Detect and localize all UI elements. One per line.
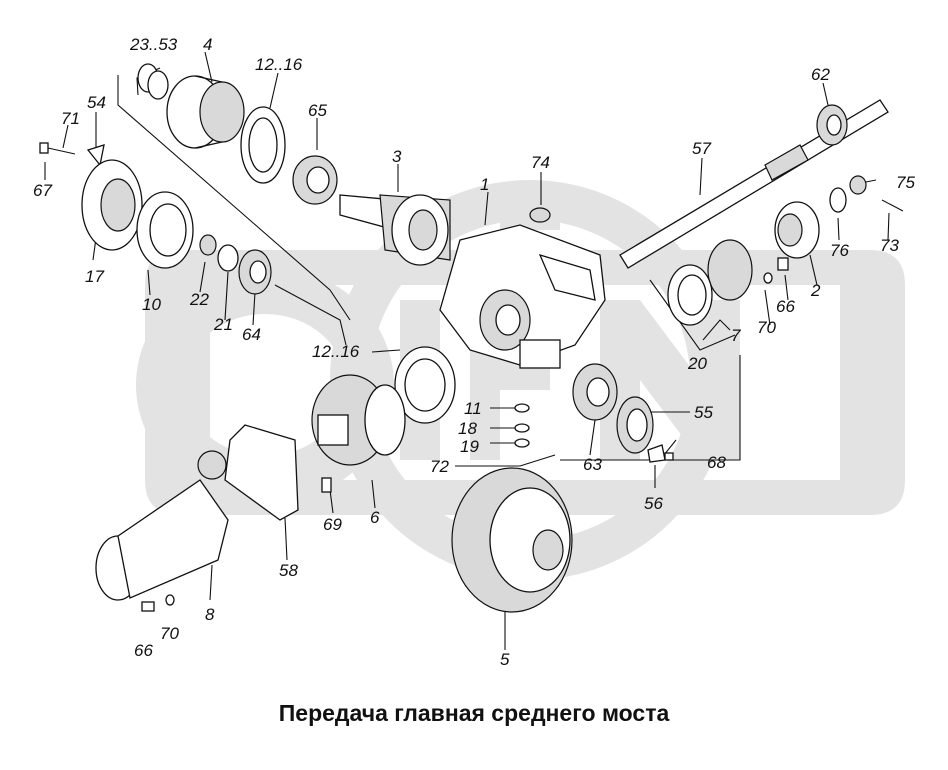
label-75: 75 — [896, 173, 915, 192]
part-gasket-10 — [136, 191, 194, 269]
part-bearing-62 — [816, 104, 848, 146]
part-interaxle-diff-8 — [95, 450, 229, 601]
part-shims-12-16-upper — [240, 106, 286, 184]
part-nut-75 — [849, 175, 867, 195]
part-cover-7 — [707, 239, 753, 301]
part-bolt-66-70-right — [763, 257, 789, 284]
label-63: 63 — [583, 455, 602, 474]
part-bearing-64 — [238, 249, 272, 295]
label-69: 69 — [323, 515, 342, 534]
part-bearing-63 — [572, 363, 618, 421]
part-bearing-cups-23-53 — [137, 63, 169, 100]
part-bolt-69 — [321, 477, 332, 493]
part-gasket-58 — [224, 424, 299, 521]
part-bolt-66-70-left — [141, 594, 175, 612]
label-19: 19 — [460, 437, 479, 456]
label-64: 64 — [242, 325, 261, 344]
label-10: 10 — [142, 295, 161, 314]
part-rings-11-18-19 — [514, 403, 530, 448]
label-7: 7 — [731, 326, 741, 345]
part-axle-housing-1 — [439, 224, 606, 369]
label-18: 18 — [458, 419, 477, 438]
label-3: 3 — [392, 147, 402, 166]
part-bolt-71-67 — [39, 142, 76, 155]
label-22: 22 — [189, 290, 209, 309]
label-4: 4 — [203, 35, 212, 54]
label-1: 1 — [480, 175, 489, 194]
label-8: 8 — [205, 605, 215, 624]
label-12-16-upper: 12..16 — [255, 55, 303, 74]
part-driven-gear-5 — [451, 467, 573, 613]
label-54: 54 — [87, 93, 106, 112]
label-55: 55 — [694, 403, 713, 422]
label-71: 71 — [61, 109, 80, 128]
part-nut-55 — [616, 396, 654, 454]
part-flange-2 — [774, 201, 820, 259]
label-11: 11 — [464, 399, 482, 418]
label-57: 57 — [692, 139, 711, 158]
part-through-shaft-57 — [619, 99, 889, 269]
label-74: 74 — [531, 153, 550, 172]
label-70-right: 70 — [757, 318, 776, 337]
label-2: 2 — [810, 281, 821, 300]
label-66-left: 66 — [134, 641, 153, 660]
label-12-16-lower: 12..16 — [312, 342, 360, 361]
part-bearing-65 — [292, 155, 338, 205]
part-labels: 23..53 4 12..16 65 3 54 71 67 17 10 22 2… — [33, 35, 915, 669]
label-5: 5 — [500, 650, 510, 669]
part-washer-76 — [829, 187, 847, 213]
label-62: 62 — [811, 65, 830, 84]
part-washer-21 — [217, 244, 239, 272]
label-73: 73 — [880, 236, 899, 255]
diagram-caption: Передача главная среднего моста — [278, 700, 670, 726]
part-lock-56-68 — [647, 444, 674, 463]
label-17: 17 — [85, 267, 104, 286]
part-plug-74 — [529, 207, 551, 223]
label-56: 56 — [644, 494, 663, 513]
label-66-right: 66 — [776, 297, 795, 316]
label-58: 58 — [279, 561, 298, 580]
label-20: 20 — [687, 354, 707, 373]
part-drive-pinion-3 — [339, 194, 451, 266]
part-cover-17 — [81, 159, 143, 251]
label-72: 72 — [430, 457, 449, 476]
part-pin-73 — [881, 199, 904, 212]
label-23-53: 23..53 — [129, 35, 178, 54]
part-bearing-housing-4 — [166, 75, 245, 149]
part-shims-12-16-lower — [394, 346, 456, 424]
label-65: 65 — [308, 101, 327, 120]
label-76: 76 — [830, 241, 849, 260]
part-bracket-54 — [86, 144, 105, 167]
part-nut-22 — [199, 234, 217, 256]
label-6: 6 — [370, 508, 380, 527]
part-differential-6 — [311, 374, 406, 466]
part-gasket-20 — [667, 264, 713, 326]
label-70-left: 70 — [160, 624, 179, 643]
label-67: 67 — [33, 181, 52, 200]
label-21: 21 — [213, 315, 233, 334]
label-68: 68 — [707, 453, 726, 472]
